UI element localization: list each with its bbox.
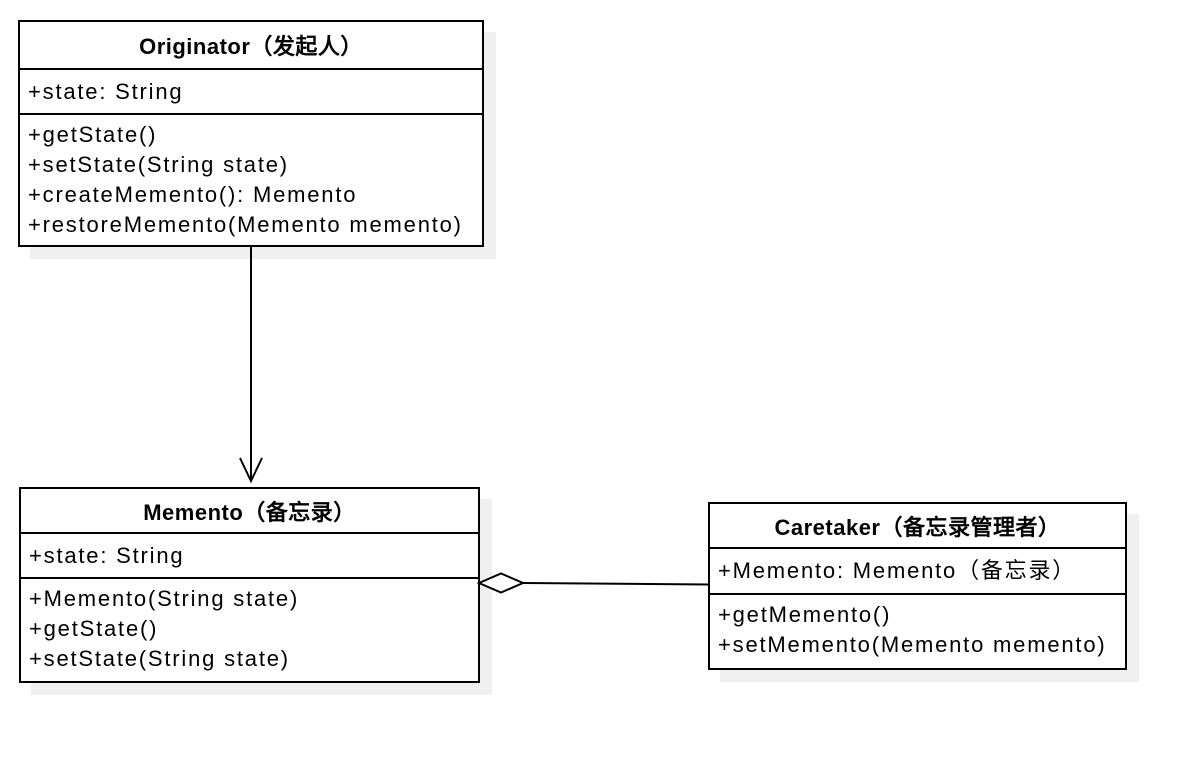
class-attributes-memento: +state: String bbox=[21, 534, 478, 579]
method-line: +restoreMemento(Memento memento) bbox=[28, 212, 463, 237]
method-line: +createMemento(): Memento bbox=[28, 182, 358, 207]
method-line: +setMemento(Memento memento) bbox=[718, 632, 1107, 657]
class-box-memento: Memento（备忘录） +state: String +Memento(Str… bbox=[19, 487, 480, 683]
association-arrowhead-icon bbox=[239, 457, 263, 484]
method-line: +getMemento() bbox=[718, 602, 892, 627]
class-methods-originator: +getState() +setState(String state) +cre… bbox=[20, 115, 482, 240]
method-line: +setState(String state) bbox=[28, 152, 289, 177]
method-line: +getState() bbox=[28, 122, 158, 147]
aggregation-diamond-icon bbox=[476, 572, 526, 594]
aggregation-line bbox=[522, 582, 710, 586]
attribute-line: +state: String bbox=[28, 78, 184, 104]
attribute-line: +Memento: Memento（备忘录） bbox=[718, 558, 1077, 583]
class-methods-caretaker: +getMemento() +setMemento(Memento mement… bbox=[710, 595, 1125, 660]
class-box-originator: Originator（发起人） +state: String +getState… bbox=[18, 20, 484, 247]
method-line: +setState(String state) bbox=[29, 646, 290, 671]
class-title-memento: Memento（备忘录） bbox=[21, 489, 478, 534]
attribute-line: +state: String bbox=[29, 542, 185, 568]
class-methods-memento: +Memento(String state) +getState() +setS… bbox=[21, 579, 478, 674]
class-title-originator: Originator（发起人） bbox=[20, 22, 482, 70]
class-title-caretaker: Caretaker（备忘录管理者） bbox=[710, 504, 1125, 549]
class-attributes-originator: +state: String bbox=[20, 70, 482, 115]
method-line: +Memento(String state) bbox=[29, 586, 300, 611]
class-attributes-caretaker: +Memento: Memento（备忘录） bbox=[710, 549, 1125, 595]
class-box-caretaker: Caretaker（备忘录管理者） +Memento: Memento（备忘录）… bbox=[708, 502, 1127, 670]
method-line: +getState() bbox=[29, 616, 159, 641]
